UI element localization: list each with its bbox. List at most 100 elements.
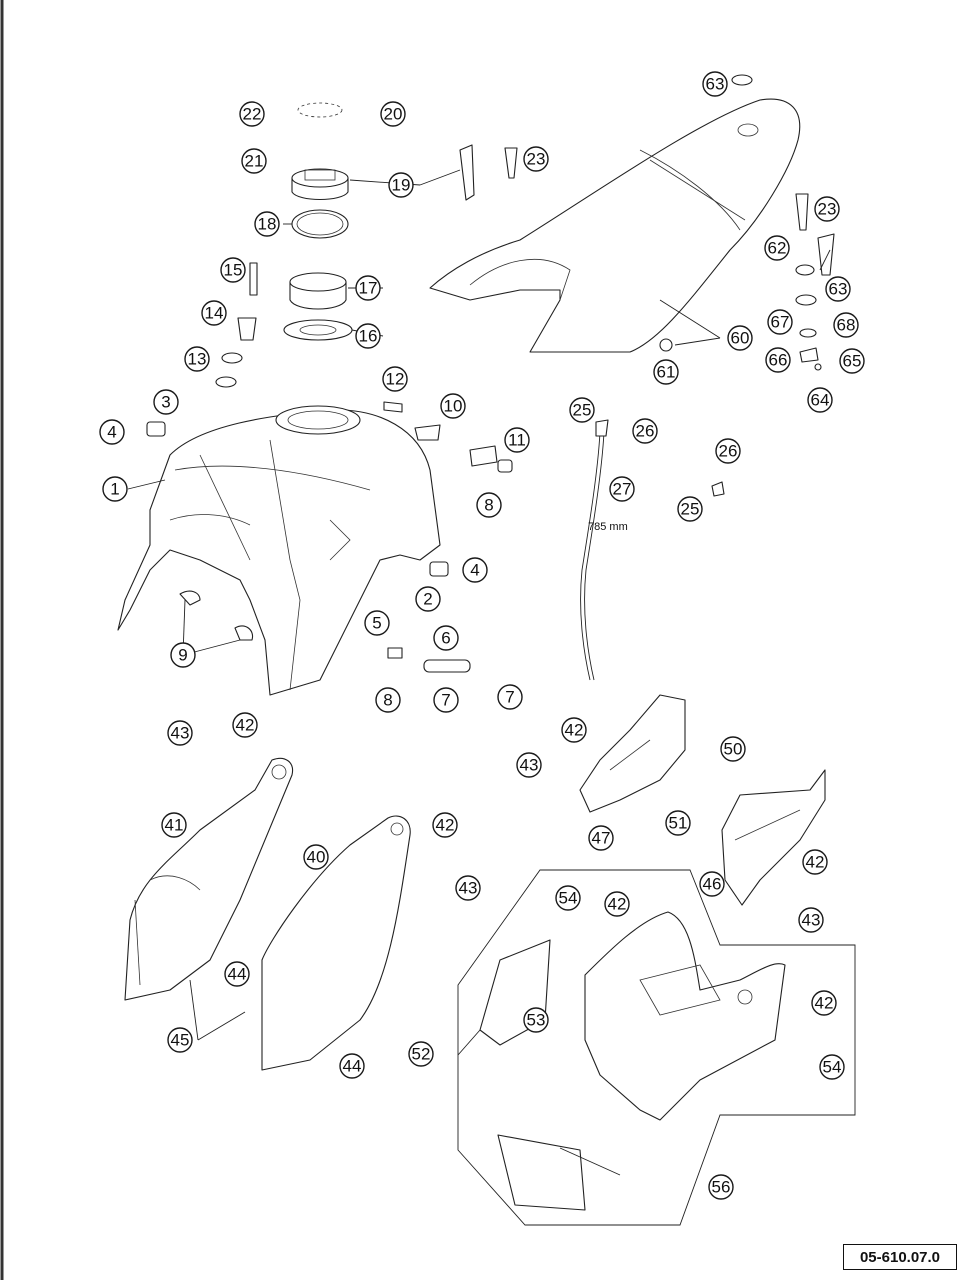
key-62	[817, 233, 835, 276]
callout-23b: 23	[814, 196, 840, 222]
svg-text:2: 2	[423, 590, 432, 609]
svg-text:51: 51	[669, 814, 688, 833]
fitting-25b	[711, 481, 725, 497]
fitting-25	[595, 419, 609, 437]
callout-54a: 54	[555, 885, 581, 911]
svg-text:63: 63	[706, 75, 725, 94]
callout-23a: 23	[523, 146, 549, 172]
bracket-2	[429, 561, 449, 577]
svg-text:64: 64	[811, 391, 830, 410]
callout-9: 9	[170, 642, 196, 668]
callout-40: 40	[303, 844, 329, 870]
callout-12: 12	[382, 366, 408, 392]
svg-text:45: 45	[171, 1031, 190, 1050]
callout-22: 22	[239, 101, 265, 127]
svg-text:46: 46	[703, 875, 722, 894]
callout-20: 20	[380, 101, 406, 127]
svg-text:11: 11	[508, 431, 526, 450]
callout-68: 68	[833, 312, 859, 338]
callout-8a: 8	[476, 492, 502, 518]
svg-text:53: 53	[527, 1011, 546, 1030]
svg-text:42: 42	[608, 895, 627, 914]
svg-text:52: 52	[412, 1045, 431, 1064]
callouts: 1 2 3 4 4 5 6 7 7 8 8 9 10 11 12 13 14 1…	[99, 71, 865, 1200]
svg-text:16: 16	[359, 327, 378, 346]
svg-text:26: 26	[636, 422, 655, 441]
side-panel-left	[124, 757, 294, 1001]
callout-16: 16	[355, 323, 381, 349]
svg-text:9: 9	[178, 646, 187, 665]
svg-text:27: 27	[613, 480, 632, 499]
reference-code: 05-610.07.0	[859, 1248, 941, 1266]
svg-text:12: 12	[386, 370, 405, 389]
svg-text:68: 68	[837, 316, 856, 335]
callout-42d: 42	[802, 849, 828, 875]
svg-text:3: 3	[161, 393, 170, 412]
clip-10	[414, 424, 441, 441]
callout-6: 6	[433, 625, 459, 651]
callout-45: 45	[167, 1027, 193, 1053]
callout-25a: 25	[569, 397, 595, 423]
key-23	[504, 147, 518, 179]
reference-code-box: 05-610.07.0	[843, 1244, 957, 1270]
callout-7a: 7	[433, 687, 459, 713]
svg-text:44: 44	[343, 1057, 362, 1076]
svg-text:54: 54	[559, 889, 578, 908]
panel-46	[721, 769, 826, 906]
callout-15: 15	[220, 257, 246, 283]
svg-text:60: 60	[731, 329, 750, 348]
svg-text:7: 7	[505, 688, 514, 707]
clip-11	[469, 445, 498, 467]
callout-62: 62	[764, 235, 790, 261]
svg-text:15: 15	[224, 261, 243, 280]
svg-text:42: 42	[236, 716, 255, 735]
rail	[559, 1147, 621, 1176]
bracket-3	[146, 421, 166, 437]
callout-65: 65	[839, 348, 865, 374]
svg-text:7: 7	[441, 691, 450, 710]
callout-7b: 7	[497, 684, 523, 710]
callout-18: 18	[254, 211, 280, 237]
callout-43a: 43	[167, 720, 193, 746]
callout-27: 27	[609, 476, 635, 502]
svg-text:43: 43	[459, 879, 478, 898]
svg-text:21: 21	[245, 152, 264, 171]
svg-text:6: 6	[441, 629, 450, 648]
svg-text:14: 14	[205, 304, 224, 323]
callout-13: 13	[184, 346, 210, 372]
callout-43c: 43	[516, 752, 542, 778]
filler-cap-stack	[215, 102, 353, 388]
svg-text:43: 43	[171, 724, 190, 743]
spacer-11	[497, 459, 513, 473]
key-19	[459, 144, 475, 201]
callout-42c: 42	[561, 717, 587, 743]
callout-42f: 42	[811, 990, 837, 1016]
svg-text:56: 56	[712, 1178, 731, 1197]
callout-53: 53	[523, 1007, 549, 1033]
svg-text:44: 44	[228, 965, 247, 984]
callout-21: 21	[241, 148, 267, 174]
callout-46: 46	[699, 871, 725, 897]
svg-text:63: 63	[829, 280, 848, 299]
svg-text:54: 54	[823, 1058, 842, 1077]
svg-text:26: 26	[719, 442, 738, 461]
svg-text:4: 4	[470, 561, 479, 580]
svg-text:42: 42	[565, 721, 584, 740]
washer-68	[799, 328, 817, 338]
callout-17: 17	[355, 275, 381, 301]
panel-47	[579, 694, 686, 813]
leader-lines	[127, 169, 831, 1056]
screw-65	[814, 363, 822, 371]
svg-text:25: 25	[681, 500, 700, 519]
callout-19: 19	[388, 172, 414, 198]
svg-text:18: 18	[258, 215, 277, 234]
latch-66	[799, 347, 819, 363]
svg-text:43: 43	[520, 756, 539, 775]
svg-text:61: 61	[657, 363, 676, 382]
side-panel-right	[261, 815, 411, 1071]
assembly-outline	[457, 869, 856, 1226]
callout-52: 52	[408, 1041, 434, 1067]
svg-text:5: 5	[372, 614, 381, 633]
svg-text:25: 25	[573, 401, 592, 420]
